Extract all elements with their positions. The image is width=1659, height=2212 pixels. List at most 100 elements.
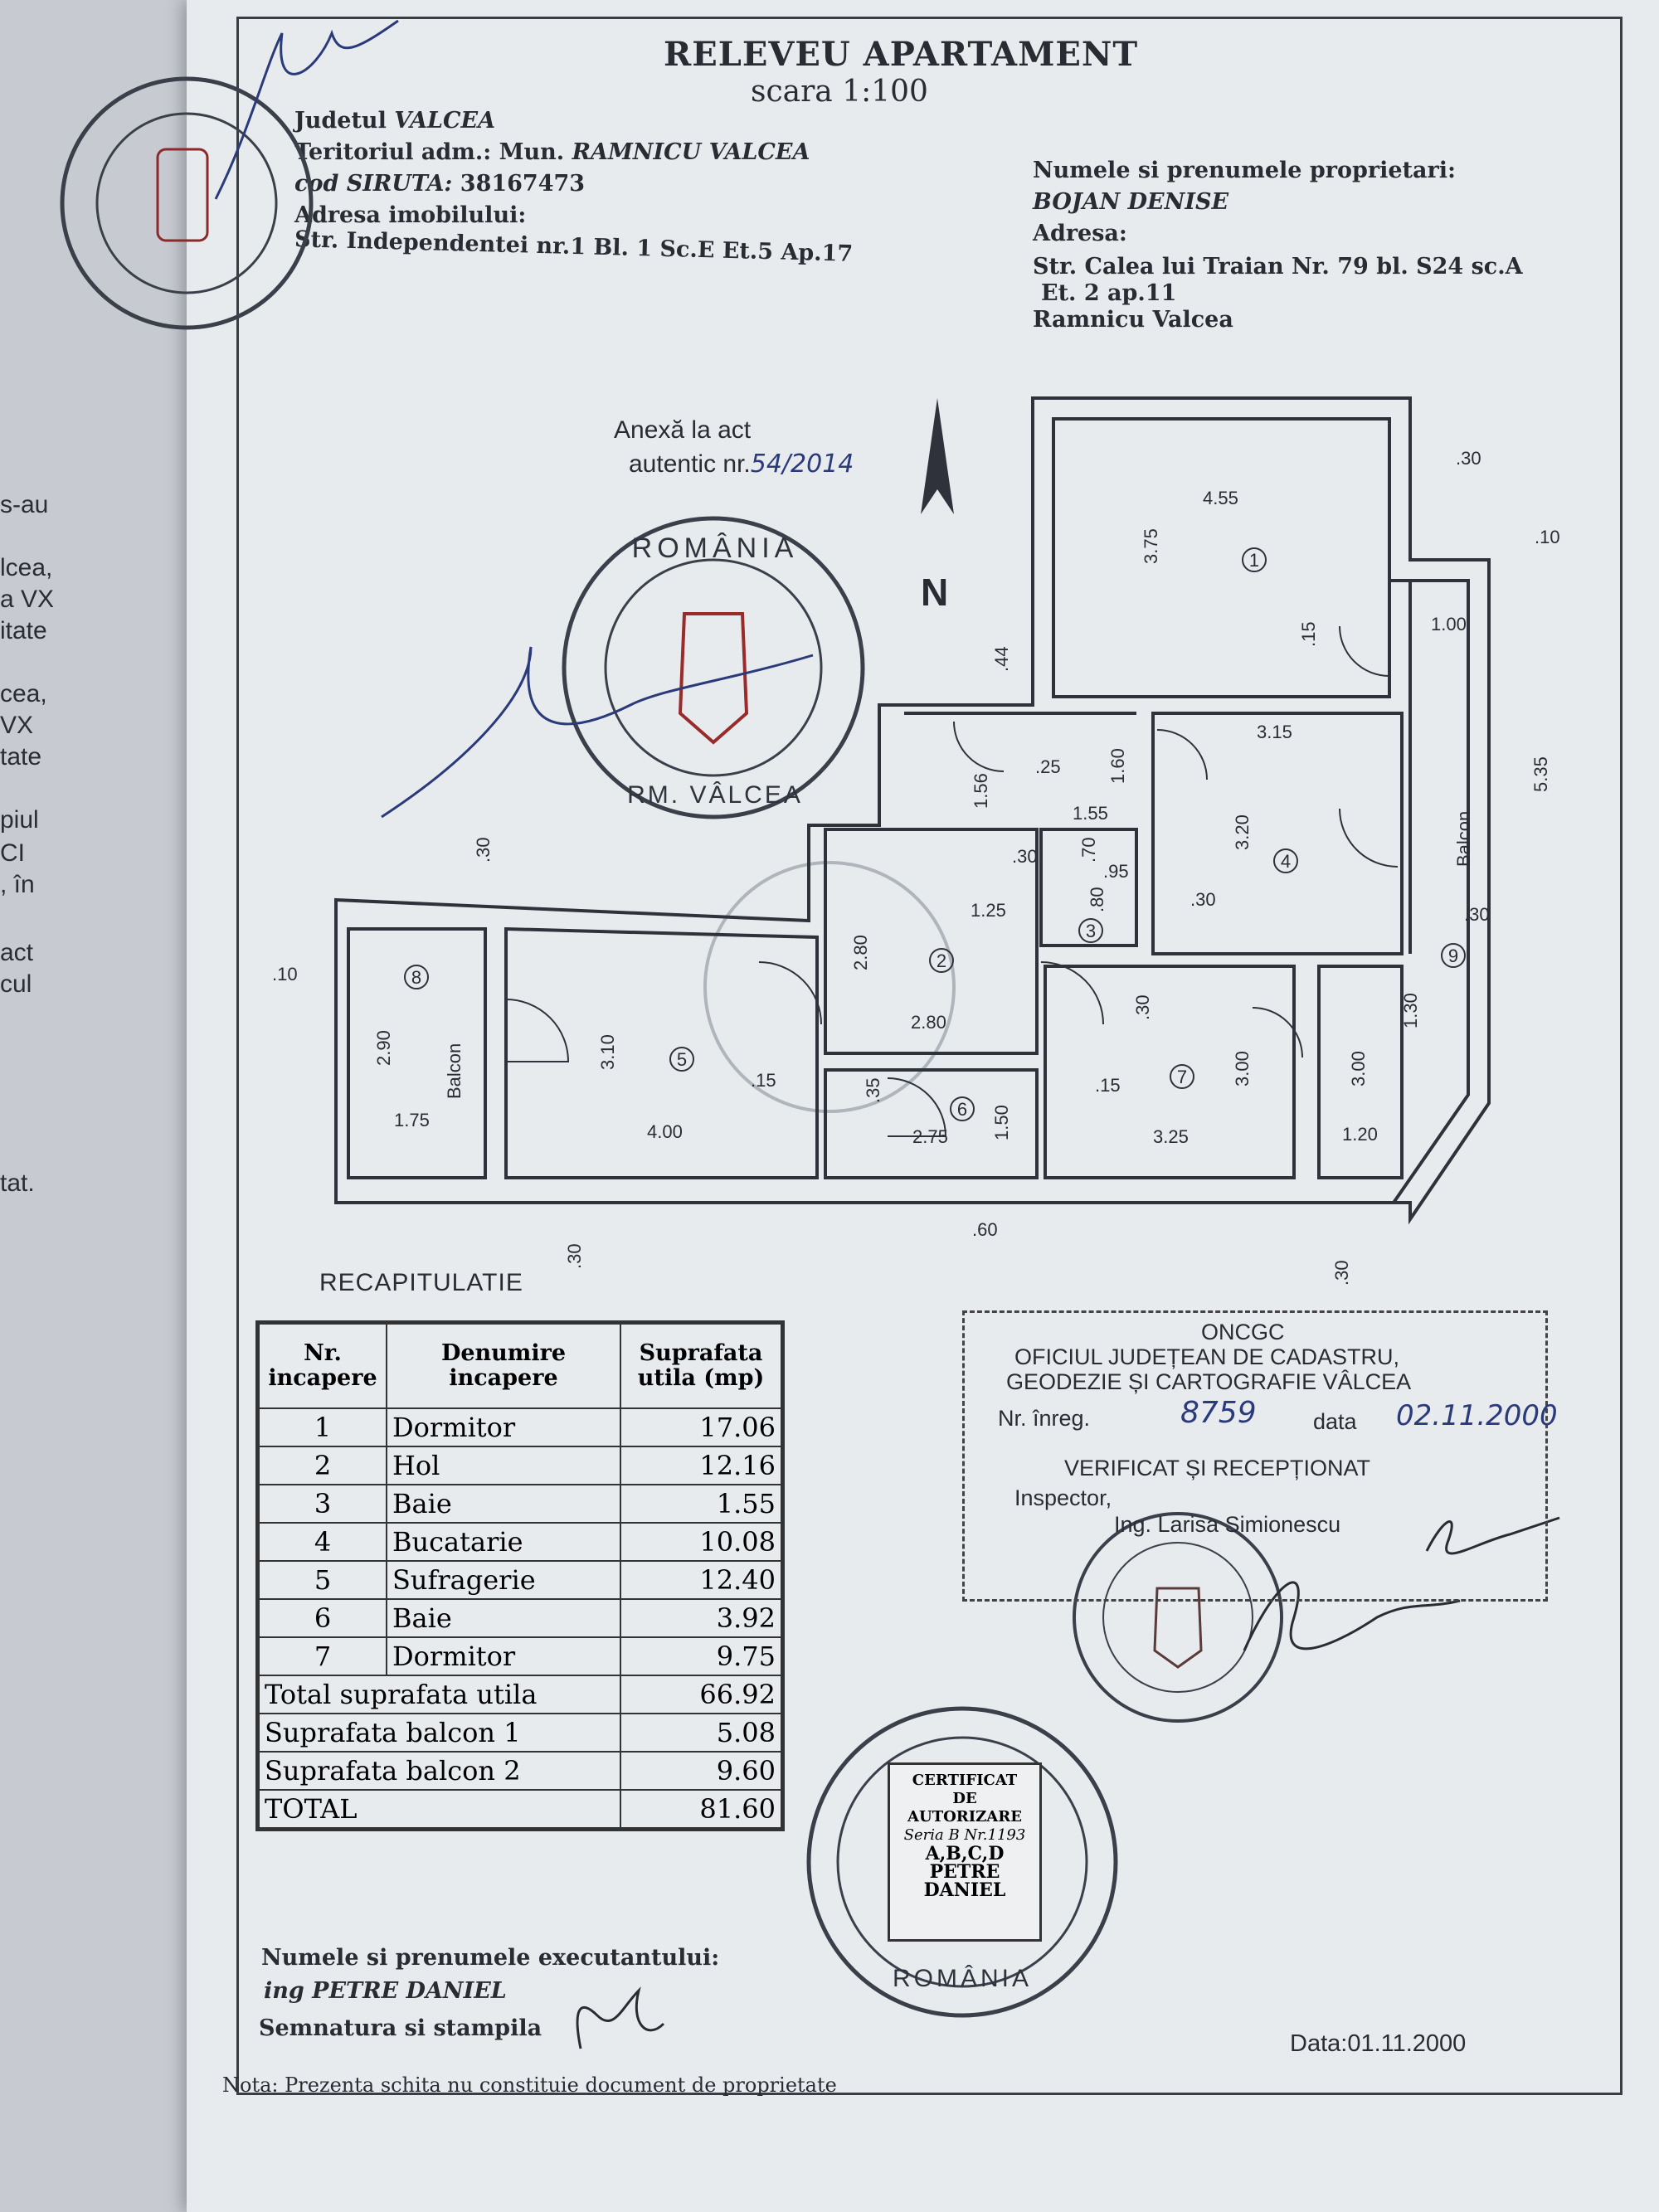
recap-table: Nr. incapere Denumire incapere Suprafata… [255, 1320, 785, 1831]
left-page-fragment: CI [0, 839, 25, 867]
dim-1-30: 1.30 [1400, 993, 1421, 1028]
recap-header-nr: Nr. incapere [258, 1323, 387, 1409]
dim-0-30-balcony: .30 [1464, 904, 1490, 925]
dim-0-30-top: .30 [473, 837, 494, 863]
cert-line: DANIEL [923, 1879, 1006, 1901]
dim-1-75: 1.75 [394, 1110, 430, 1130]
oncgc-stamp: ROMÂNIA [806, 1706, 1118, 2018]
director-stamp [1073, 1512, 1283, 1723]
executant-label: Numele si prenumele executantului: [261, 1945, 720, 1971]
left-page-fragment: lcea, [0, 554, 53, 581]
room-nr: 1 [258, 1407, 387, 1447]
room-name: Baie [386, 1484, 621, 1524]
dim-0-15-bed: .15 [1095, 1075, 1121, 1096]
footer-note: Nota: Prezenta schita nu constituie docu… [222, 2073, 837, 2097]
inspector-label: Inspector, [1014, 1485, 1112, 1510]
dim-0-10-left: .10 [272, 964, 298, 984]
notary-stamp-center: ROMÂNIA RM. VÂLCEA [562, 516, 865, 819]
faded-stamp [703, 861, 956, 1113]
verified-label: VERIFICAT ȘI RECEPȚIONAT [1064, 1456, 1371, 1480]
dim-3-00-a: 3.00 [1232, 1051, 1253, 1087]
dim-3-00-b: 3.00 [1348, 1051, 1369, 1087]
left-page-fragment: a VX [0, 586, 55, 613]
recap-title: RECAPITULATIE [319, 1269, 523, 1296]
inspector-signature [1425, 1516, 1560, 1555]
left-page-fragment: tat. [0, 1169, 35, 1197]
owner-name: BOJAN DENISE [1033, 189, 1229, 215]
dim-0-15-mid: .15 [751, 1070, 776, 1091]
dim-3-25: 3.25 [1153, 1126, 1189, 1147]
recap-header-area: Suprafata utila (mp) [620, 1323, 782, 1409]
annex-line2: autentic nr.54/2014 [629, 450, 854, 479]
room-5-marker: 5 [677, 1049, 687, 1070]
north-label: N [921, 571, 948, 614]
executant-name: ing PETRE DANIEL [264, 1978, 507, 2004]
page-title: RELEVEU APARTAMENT [664, 35, 1139, 74]
dim-3-20: 3.20 [1232, 814, 1253, 850]
dim-0-25: .25 [1035, 756, 1061, 777]
room-name: Dormitor [386, 1407, 621, 1447]
room-nr: 5 [258, 1560, 387, 1600]
north-arrow [921, 398, 954, 514]
total-label: Suprafata balcon 1 [258, 1713, 621, 1753]
dim-0-30-bed: .30 [1132, 994, 1153, 1020]
room-markers: 1 2 3 4 5 6 7 8 9 [404, 547, 1466, 1121]
address-label: Adresa imobilului: [294, 202, 527, 228]
registration-number: 8759 [1180, 1396, 1257, 1430]
owner-address-line1: Str. Calea lui Traian Nr. 79 bl. S24 sc.… [1033, 254, 1523, 280]
dim-0-70: .70 [1078, 837, 1099, 863]
room-2-marker: 2 [937, 950, 946, 971]
room-name: Sufragerie [386, 1560, 621, 1600]
siruta-value: 38167473 [460, 171, 586, 197]
dim-0-30-hall: .30 [1012, 846, 1038, 867]
cert-line: Seria B Nr.1193 [903, 1826, 1026, 1844]
dim-1-20: 1.20 [1342, 1124, 1378, 1145]
plan-doors [505, 625, 1399, 1137]
left-page-fragment: , în [0, 871, 35, 898]
dim-3-75: 3.75 [1141, 528, 1161, 564]
dim-0-30: .30 [1456, 448, 1481, 469]
balcony-right-label: Balcon [1453, 811, 1474, 867]
room-1-marker: 1 [1249, 550, 1259, 571]
room-nr: 6 [258, 1598, 387, 1638]
room-nr: 2 [258, 1446, 387, 1485]
owner-label: Numele si prenumele proprietari: [1033, 158, 1456, 183]
annex-label: autentic nr. [629, 450, 751, 478]
dim-3-10: 3.10 [597, 1034, 618, 1070]
cert-line: AUTORIZARE [907, 1808, 1022, 1826]
dim-0-35: .35 [863, 1077, 883, 1103]
left-page-fragment: act [0, 939, 34, 966]
room-nr: 4 [258, 1522, 387, 1562]
notary-stamp-city: RM. VÂLCEA [627, 781, 803, 809]
registration-date: 02.11.2000 [1396, 1399, 1558, 1432]
registration-label: Nr. înreg. [998, 1406, 1091, 1431]
county-label: Judetul [294, 108, 387, 134]
dim-0-60: .60 [972, 1219, 998, 1240]
dim-1-56: 1.56 [971, 773, 991, 809]
plan-walls [334, 396, 1491, 1225]
total-value: 66.92 [620, 1675, 782, 1714]
registration-date-label: data [1313, 1409, 1357, 1434]
left-page: s-au lcea, a VX itate cea, VX tate piul … [0, 0, 207, 2212]
dim-2-80-h: 2.80 [911, 1012, 946, 1033]
left-page-fragment: itate [0, 617, 47, 644]
room-area: 9.75 [620, 1636, 782, 1676]
cert-line: A,B,C,D [925, 1843, 1005, 1864]
cert-line: DE [952, 1790, 977, 1807]
room-nr: 3 [258, 1484, 387, 1524]
room-area: 10.08 [620, 1522, 782, 1562]
oncgc-line2: GEODEZIE ȘI CARTOGRAFIE VÂLCEA [1006, 1369, 1412, 1394]
dim-0-80: .80 [1087, 887, 1107, 912]
balcony-left-label: Balcon [444, 1043, 465, 1099]
territory-line: Teritoriul adm.: Mun. RAMNICU VALCEA [294, 139, 810, 165]
territory-value: RAMNICU VALCEA [572, 139, 810, 165]
dim-2-80-v: 2.80 [850, 935, 871, 970]
room-9-marker: 9 [1448, 946, 1458, 966]
siruta-label: cod SIRUTA: [294, 171, 453, 197]
oncgc-registration-box: ONCGC OFICIUL JUDEȚEAN DE CADASTRU, GEOD… [962, 1310, 1558, 1602]
total-label: Suprafata balcon 2 [258, 1751, 621, 1791]
